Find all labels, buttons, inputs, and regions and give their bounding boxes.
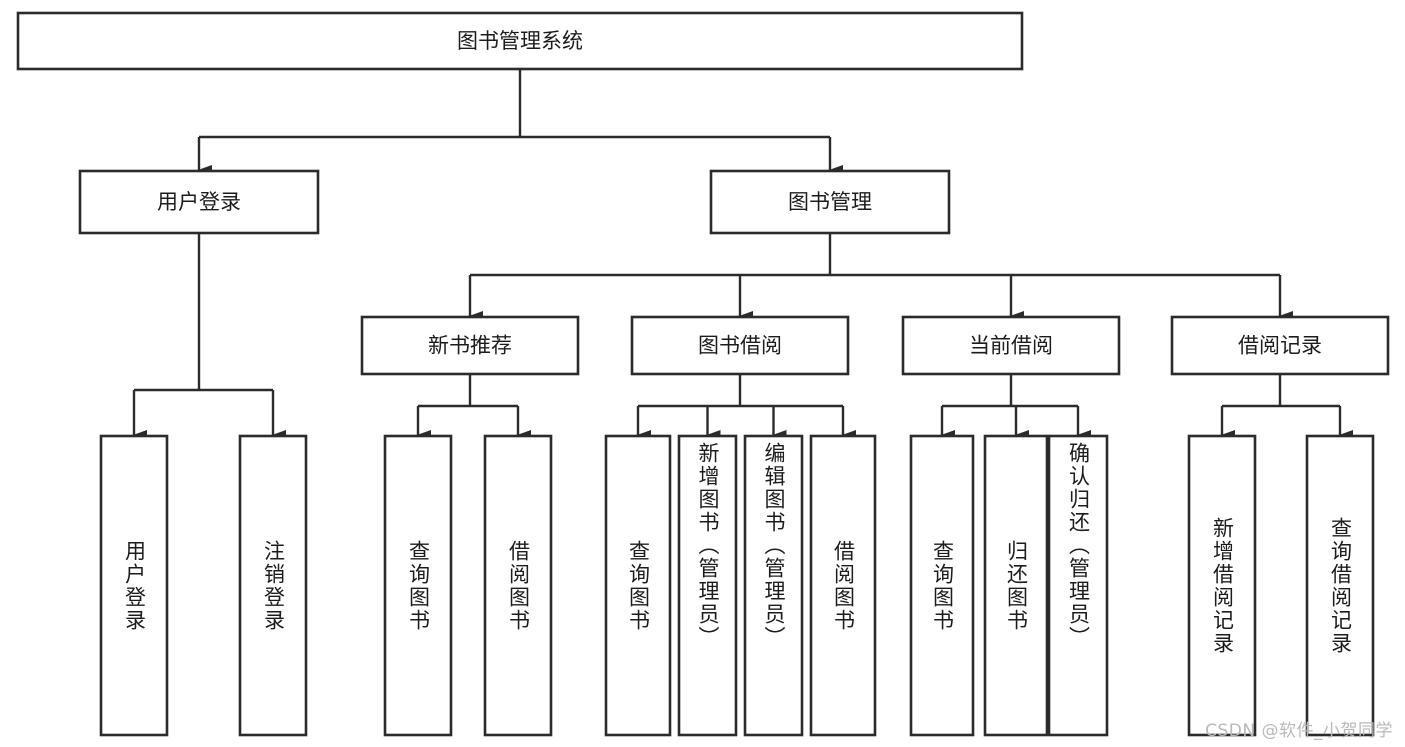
node-box-rect: [16, 11, 1024, 71]
node-box-rect: [709, 169, 951, 235]
node-l2-0-用户登录[interactable]: 用户登录: [78, 169, 320, 235]
node-label: 用户登录: [157, 190, 241, 214]
node-l3-2-当前借阅[interactable]: 当前借阅: [901, 315, 1121, 376]
node-leaf-8-查询图书[interactable]: [909, 434, 975, 737]
node-leaf-1-注销登录[interactable]: [238, 434, 308, 737]
node-label: 图书借阅: [698, 334, 782, 358]
node-box-rect: [1305, 434, 1375, 737]
node-box-rect: [483, 434, 553, 737]
node-box-rect: [630, 315, 850, 376]
node-box-rect: [78, 169, 320, 235]
node-box-rect: [1047, 434, 1109, 737]
node-leaf-7-借阅图书[interactable]: [809, 434, 877, 737]
node-label: 借阅记录: [1238, 334, 1322, 358]
node-box-rect: [901, 315, 1121, 376]
node-box-rect: [360, 315, 580, 376]
node-leaf-10-确认归还管理员[interactable]: [1047, 434, 1109, 737]
node-leaf-3-借阅图书[interactable]: [483, 434, 553, 737]
node-box-rect: [677, 434, 738, 737]
node-leaf-4-查询图书[interactable]: [604, 434, 672, 737]
node-leaf-0-用户登录[interactable]: [99, 434, 169, 737]
node-leaf-12-查询借阅记录[interactable]: [1305, 434, 1375, 737]
node-box-rect: [238, 434, 308, 737]
node-label: 图书管理系统: [457, 29, 583, 53]
node-l3-0-新书推荐[interactable]: 新书推荐: [360, 315, 580, 376]
node-leaf-5-新增图书管理员[interactable]: [677, 434, 738, 737]
node-box-rect: [909, 434, 975, 737]
node-box-rect: [983, 434, 1049, 737]
node-l2-1-图书管理[interactable]: 图书管理: [709, 169, 951, 235]
node-box-rect: [1187, 434, 1257, 737]
connector-lines: [132, 69, 1353, 440]
node-box-rect: [809, 434, 877, 737]
node-leaf-6-编辑图书管理员[interactable]: [743, 434, 804, 737]
node-box-rect: [604, 434, 672, 737]
node-leaf-2-查询图书[interactable]: [383, 434, 453, 737]
node-box-rect: [99, 434, 169, 737]
node-leaf-9-归还图书[interactable]: [983, 434, 1049, 737]
node-label: 图书管理: [788, 190, 872, 214]
node-label: 新书推荐: [428, 334, 512, 358]
node-leaf-11-新增借阅记录[interactable]: [1187, 434, 1257, 737]
node-l3-1-图书借阅[interactable]: 图书借阅: [630, 315, 850, 376]
node-box-rect: [1170, 315, 1390, 376]
node-box-rect: [743, 434, 804, 737]
node-l3-3-借阅记录[interactable]: 借阅记录: [1170, 315, 1390, 376]
node-box-rect: [383, 434, 453, 737]
node-label: 当前借阅: [969, 334, 1053, 358]
node-root-0-图书管理系统[interactable]: 图书管理系统: [16, 11, 1024, 71]
